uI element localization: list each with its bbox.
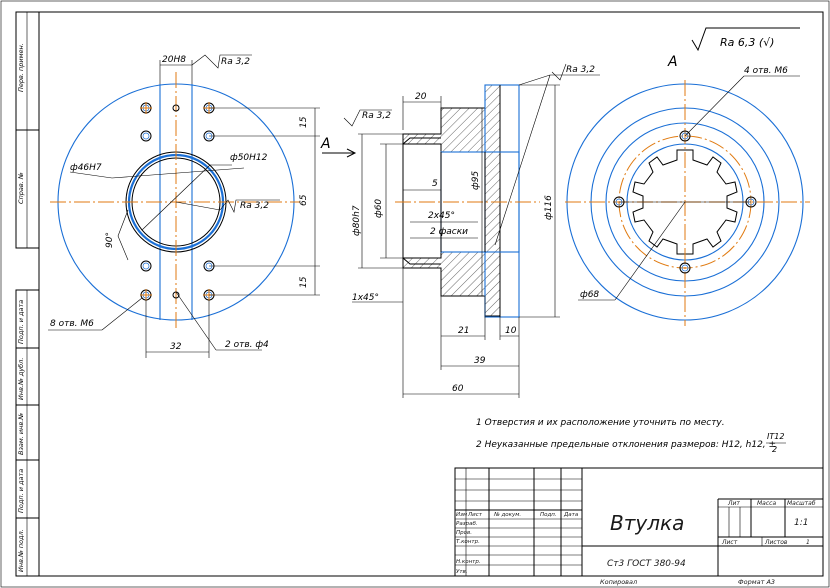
side-label-2: Подп. и дата: [17, 300, 25, 344]
hdr-masshtab: Масштаб: [787, 500, 816, 507]
role-utv: Утв.: [456, 569, 468, 575]
list-label: Лист: [721, 539, 738, 546]
dim-60: ф60: [374, 199, 384, 218]
tolerance-denominator: 2: [772, 445, 777, 454]
roughness-label: Ra 6,3 (√): [720, 36, 774, 49]
dim-21: 21: [458, 326, 469, 336]
dim-60-total: 60: [452, 384, 464, 394]
hdr-massa: Масса: [757, 500, 776, 507]
front-view: 20H8 Ra 3,2 15 65 15 ф46H7 ф50H12 Ra 3,2…: [48, 54, 320, 358]
side-label-3: Инв.№ дубл.: [17, 358, 25, 400]
side-label-6: Инв.№ подл.: [17, 529, 25, 572]
kopiroval: Копировал: [600, 578, 637, 586]
label-m6-holes: 8 отв. М6: [50, 319, 94, 329]
tolerance-numerator: IT12: [767, 432, 784, 441]
ra-left: Ra 3,2: [362, 111, 391, 121]
view-a-holes-label: 4 отв. М6: [744, 66, 788, 76]
role-tkontr: Т.контр.: [456, 539, 480, 545]
role-nkontr: Н.контр.: [456, 559, 481, 565]
view-a: A Ra 6,3 (√) 4 отв. М6 ф68: [565, 27, 810, 326]
dim-50h12: ф50H12: [230, 153, 268, 163]
ra-mid: Ra 3,2: [240, 201, 269, 211]
section-view: A Ra 3,2 20 Ra 3,2 ф80h7 ф60 5 2x45° 2: [320, 63, 600, 398]
hdr-lit: Лит: [727, 500, 740, 507]
role-razrab: Разраб.: [456, 521, 478, 527]
roughness-sign: [691, 27, 800, 52]
scale-value: 1:1: [794, 518, 808, 528]
format: Формат А3: [738, 578, 775, 586]
label-d4-holes: 2 отв. ф4: [225, 340, 269, 350]
note-2: 2 Неуказанные предельные отклонения разм…: [476, 440, 776, 450]
side-label-0: Перв. примен.: [17, 43, 25, 92]
dim-angle: 90°: [105, 232, 115, 248]
dim-65: 65: [299, 194, 309, 206]
view-a-label: A: [667, 54, 678, 70]
hdr-doc: № докум.: [493, 512, 521, 518]
binding-strip: Перв. примен. Справ. № Подп. и дата Инв.…: [15, 11, 40, 577]
material: Ст3 ГОСТ 380-94: [607, 559, 686, 569]
note-1: 1 Отверстия и их расположение уточнить п…: [476, 418, 725, 428]
dim-10: 10: [505, 326, 517, 336]
dim-68: ф68: [580, 290, 599, 300]
dim-20h8: 20H8: [162, 55, 186, 65]
dim-15-bottom: 15: [299, 276, 309, 288]
chamfer-note: 2 фаски: [430, 227, 468, 237]
side-label-4: Взам. инв.№: [17, 413, 25, 455]
section-arrow-label: A: [320, 136, 331, 152]
dim-46h7: ф46H7: [70, 163, 102, 173]
part-title: Втулка: [610, 511, 684, 535]
hdr-list: Лист: [467, 512, 483, 518]
listov-value: 1: [806, 539, 810, 546]
technical-notes: 1 Отверстия и их расположение уточнить п…: [476, 418, 786, 454]
side-label-1: Справ. №: [17, 172, 25, 204]
ra-top: Ra 3,2: [221, 57, 250, 67]
chamfer-outer: 1x45°: [352, 293, 379, 303]
dim-20: 20: [415, 92, 427, 102]
hdr-izm: Изм: [456, 512, 467, 518]
chamfer-inner: 2x45°: [428, 211, 455, 221]
dim-5: 5: [432, 179, 438, 189]
dim-116: ф116: [544, 195, 554, 220]
role-prov: Пров.: [456, 530, 472, 536]
dim-95: ф95: [471, 171, 481, 190]
side-label-5: Подп. и дата: [17, 469, 25, 513]
dim-32: 32: [170, 342, 182, 352]
listov-label: Листов: [764, 539, 788, 546]
dim-39: 39: [474, 356, 486, 366]
hdr-podp: Подп.: [540, 512, 557, 518]
dim-80h7: ф80h7: [352, 205, 362, 236]
hdr-data: Дата: [563, 512, 579, 518]
ra-right: Ra 3,2: [566, 65, 595, 75]
dim-15-top: 15: [299, 116, 309, 128]
title-block: Изм Лист № докум. Подп. Дата Разраб. Про…: [454, 467, 824, 586]
